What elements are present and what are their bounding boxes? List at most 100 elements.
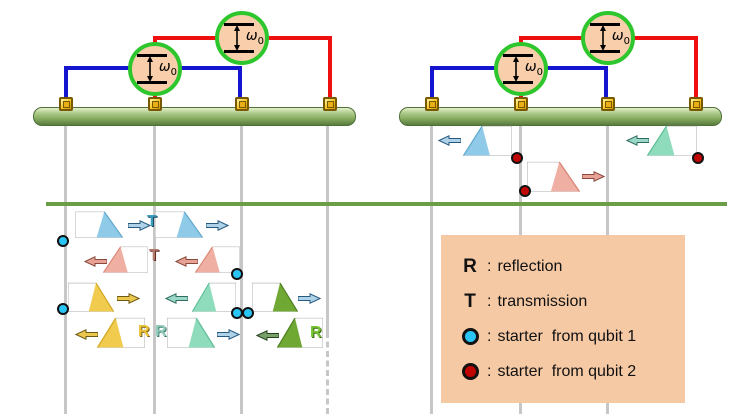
reflection-label: R	[155, 323, 167, 340]
coupling-point	[148, 97, 162, 111]
timeline	[606, 126, 609, 236]
arrow-left-icon	[75, 329, 98, 340]
starter-qubit2-label: starter from qubit 2	[497, 362, 637, 380]
upper-level-line	[137, 54, 167, 57]
photon-pulse-teal-rightward	[167, 317, 215, 348]
lower-level-line	[503, 81, 533, 84]
starter-qubit1-label: starter from qubit 1	[497, 327, 637, 345]
arrow-left-icon	[84, 256, 107, 267]
lower-level-line	[590, 50, 620, 53]
coupling-point	[689, 97, 703, 111]
transition-arrow-icon	[234, 25, 240, 51]
separator-line	[46, 202, 727, 206]
colon: :	[487, 257, 492, 275]
waveguide-bar	[399, 107, 722, 126]
photon-pulse-yellow-leftward	[97, 317, 145, 348]
qubit-2-right-panel: ω0	[581, 11, 635, 65]
arrow-left-icon	[256, 330, 279, 341]
waveguide-bar	[33, 107, 356, 126]
starter-dot-qubit2	[692, 152, 704, 164]
reflection-symbol: R	[463, 255, 477, 277]
arrow-left-icon	[175, 256, 198, 267]
wire-blue	[604, 66, 608, 102]
wire-blue	[238, 66, 242, 102]
photon-pulse-pink-leftward	[195, 246, 240, 273]
omega0-label: ω0	[158, 59, 177, 78]
photon-pulse-teal-leftward	[647, 125, 697, 156]
starter-dot-qubit1	[231, 268, 243, 280]
transmission-label: T	[149, 247, 159, 264]
photon-pulse-blue-rightward	[155, 211, 203, 238]
timeline	[430, 126, 433, 414]
arrow-right-icon	[128, 220, 151, 231]
starter-dot-qubit1	[57, 235, 69, 247]
arrow-left-icon	[626, 135, 649, 146]
lower-level-line	[137, 81, 167, 84]
coupling-point	[59, 97, 73, 111]
wire-red	[328, 36, 332, 100]
colon: :	[487, 362, 492, 380]
starter-dot-qubit1	[242, 307, 254, 319]
legend: R : reflection T : transmission : starte…	[441, 235, 685, 403]
starter-dot-qubit2	[519, 185, 531, 197]
coupling-point	[323, 97, 337, 111]
transition-arrow-icon	[600, 25, 606, 51]
arrow-left-icon	[165, 293, 188, 304]
photon-pulse-green-rightward	[252, 282, 298, 312]
legend-row-transmission: T : transmission	[455, 284, 685, 319]
qubit2-starter-dot-icon	[461, 363, 479, 380]
photon-pulse-pink-leftward	[103, 246, 148, 273]
arrow-left-icon	[438, 135, 461, 146]
reflection-label: R	[310, 324, 322, 341]
photon-pulse-teal-leftward	[192, 282, 236, 312]
reflection-label: R	[138, 323, 150, 340]
upper-level-line	[503, 54, 533, 57]
arrow-right-icon	[217, 329, 240, 340]
upper-level-line	[224, 23, 254, 26]
arrow-right-icon	[117, 293, 140, 304]
starter-dot-qubit2	[511, 152, 523, 164]
timeline	[519, 126, 522, 236]
coupling-point	[514, 97, 528, 111]
transition-arrow-icon	[147, 56, 153, 82]
photon-pulse-green-leftward	[277, 317, 323, 348]
arrow-right-icon	[206, 220, 229, 231]
timeline	[326, 332, 329, 414]
qubit-1-left-panel: ω0	[128, 42, 182, 96]
timeline	[64, 126, 67, 414]
photon-pulse-blue-rightward	[75, 211, 123, 238]
colon: :	[487, 292, 492, 310]
photon-pulse-yellow-rightward	[68, 282, 114, 312]
colon: :	[487, 327, 492, 345]
wire-red	[694, 36, 698, 100]
legend-row-starter-qubit1: : starter from qubit 1	[455, 319, 685, 354]
wire-blue	[64, 66, 68, 102]
lower-level-line	[224, 50, 254, 53]
timeline	[326, 126, 329, 332]
coupling-point	[235, 97, 249, 111]
arrow-right-icon	[582, 171, 605, 182]
timeline	[606, 402, 609, 414]
transition-arrow-icon	[513, 56, 519, 82]
wire-blue	[430, 66, 434, 102]
upper-level-line	[590, 23, 620, 26]
transmission-label: T	[147, 213, 157, 230]
photon-pulse-pink-rightward	[527, 161, 580, 192]
starter-dot-qubit1	[57, 303, 69, 315]
transmission-label: transmission	[497, 292, 588, 310]
legend-row-reflection: R : reflection	[455, 249, 685, 284]
omega0-label: ω0	[524, 59, 543, 78]
photon-pulse-blue-leftward	[463, 125, 512, 156]
omega0-label: ω0	[245, 28, 264, 47]
coupling-point	[425, 97, 439, 111]
qubit-2-left-panel: ω0	[215, 11, 269, 65]
omega0-label: ω0	[611, 28, 630, 47]
transmission-symbol: T	[464, 290, 476, 312]
reflection-label: reflection	[497, 257, 563, 275]
qubit-1-right-panel: ω0	[494, 42, 548, 96]
arrow-right-icon	[298, 293, 321, 304]
coupling-point	[601, 97, 615, 111]
timeline	[153, 126, 156, 414]
qubit1-starter-dot-icon	[461, 328, 479, 345]
